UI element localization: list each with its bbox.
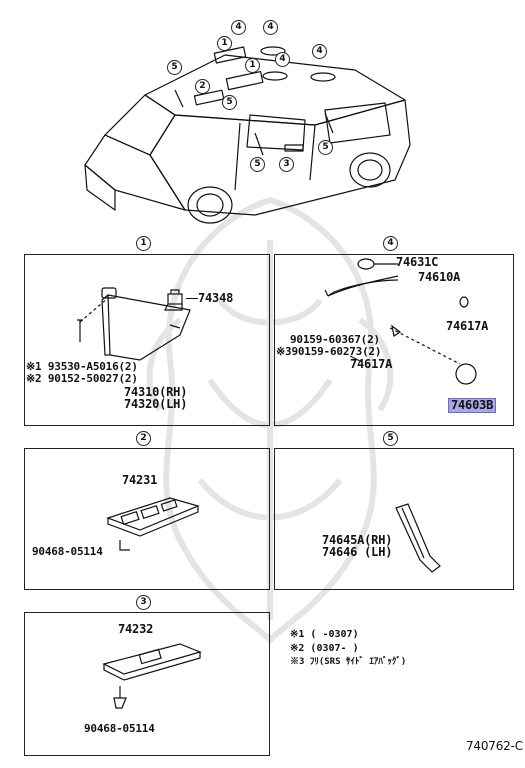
section-3-title: 3 — [136, 595, 151, 610]
callout-5-b: 5 — [222, 95, 237, 110]
part-74320: 74320(LH) — [124, 397, 188, 411]
part-74310: 74310(RH) — [124, 385, 188, 399]
part-74610A: 74610A — [418, 270, 461, 284]
pillar-garnish-illustration — [395, 503, 441, 573]
assist-grip-illustration — [324, 258, 477, 385]
part-74232: 74232 — [118, 622, 154, 636]
part-74348: 74348 — [198, 291, 234, 305]
section-5-panel — [274, 448, 514, 590]
visor-holder-icon — [164, 289, 183, 311]
section-2-panel — [24, 448, 270, 590]
part-90159-60367: 90159-60367(2) — [290, 333, 380, 346]
section-4-panel — [274, 254, 514, 426]
part-74617A-right: 74617A — [446, 319, 489, 333]
vehicle-illustration — [84, 46, 411, 224]
callout-1-b: 1 — [245, 58, 260, 73]
section-5-title: 5 — [383, 431, 398, 446]
part-74646: 74646 (LH) — [322, 545, 393, 559]
section-3-panel — [24, 612, 270, 756]
callout-4-c: 4 — [312, 44, 327, 59]
note-93530: ※1 93530-A5016(2) — [26, 360, 138, 373]
sun-visor-illustration — [77, 287, 191, 361]
part-74617A-center: 74617A — [350, 357, 393, 371]
part-90468-05114-b: 90468-05114 — [84, 722, 155, 735]
callout-1-a: 1 — [217, 36, 232, 51]
callout-2: 2 — [195, 79, 210, 94]
footnote-3: ※3 ﾌﾘ(SRS ｻｲﾄﾞ ｴｱﾊﾞｯｸﾞ) — [290, 657, 407, 667]
note-90152: ※2 90152-50027(2) — [26, 372, 138, 385]
footnote-2: ※2 (0307- ) — [290, 643, 359, 654]
leader-74348 — [186, 298, 198, 299]
callout-5-a: 5 — [167, 60, 182, 75]
callout-5-c: 5 — [250, 157, 265, 172]
part-74645A: 74645A(RH) — [322, 533, 393, 547]
watermark-lion-icon — [146, 196, 394, 645]
part-90159-60273: ※390159-60273(2) — [276, 345, 382, 358]
section-1-title: 1 — [136, 236, 151, 251]
section-4-title: 4 — [383, 236, 398, 251]
section-1-panel — [24, 254, 270, 426]
callout-4-d: 4 — [275, 52, 290, 67]
footnote-1: ※1 ( -0307) — [290, 629, 359, 640]
console-box-illustration — [102, 643, 202, 709]
part-74603B[interactable]: 74603B — [448, 398, 497, 413]
callout-3: 3 — [279, 157, 294, 172]
callout-4-b: 4 — [263, 20, 278, 35]
callout-4-a: 4 — [231, 20, 246, 35]
console-illustration — [106, 497, 200, 551]
part-74631C: 74631C — [396, 255, 439, 269]
callout-5-d: 5 — [318, 140, 333, 155]
figure-id: 740762-C — [466, 739, 523, 753]
section-2-title: 2 — [136, 431, 151, 446]
part-90468-05114-a: 90468-05114 — [32, 545, 103, 558]
part-74231: 74231 — [122, 473, 158, 487]
